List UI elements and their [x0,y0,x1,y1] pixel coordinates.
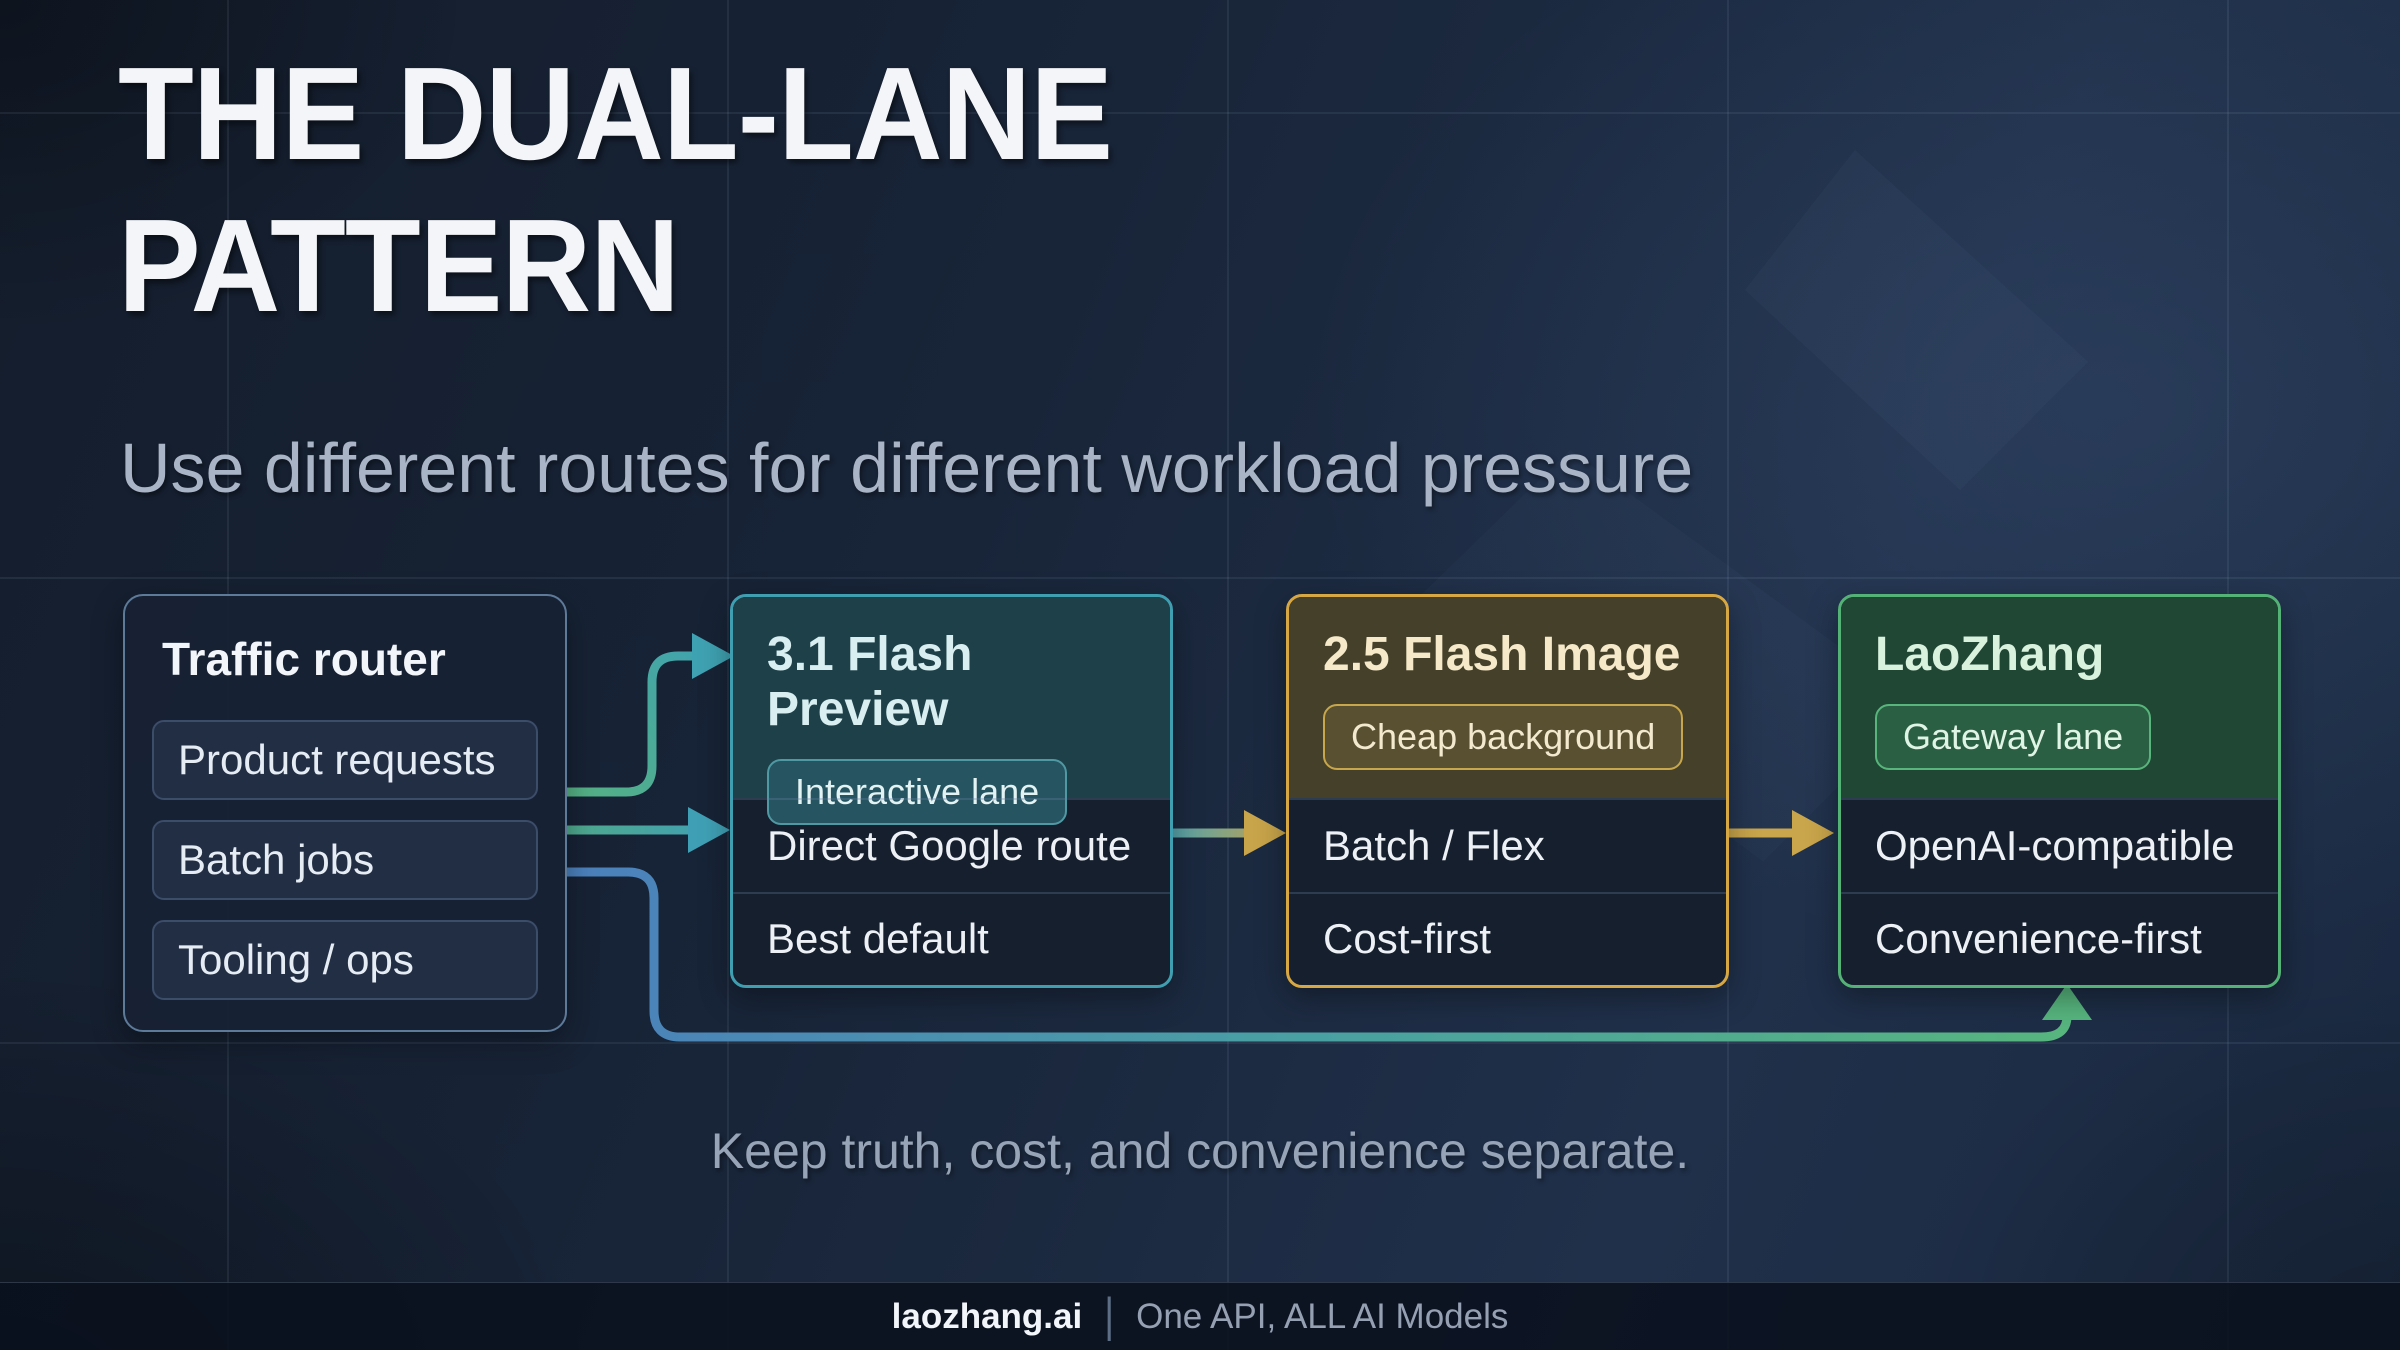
card-header: 3.1 Flash Preview Interactive lane [733,597,1170,825]
card-row: Best default [733,891,1170,986]
router-item-product-requests: Product requests [152,720,538,800]
card-row: Convenience-first [1841,891,2278,986]
node-card-flash-preview: 3.1 Flash Preview Interactive lane Direc… [730,594,1173,988]
lane-badge-gateway: Gateway lane [1875,704,2152,770]
card-row: Direct Google route [733,798,1170,892]
footer-tagline: One API, ALL AI Models [1136,1296,1509,1336]
node-card-laozhang: LaoZhang Gateway lane OpenAI-compatible … [1838,594,2281,988]
card-row: Batch / Flex [1289,798,1726,892]
page-title-line1: THE DUAL-LANE [118,40,1113,187]
grid-line [0,1042,2400,1044]
footer-divider: | [1104,1289,1115,1343]
footer-bar: laozhang.ai | One API, ALL AI Models [0,1282,2400,1350]
lane-badge-interactive: Interactive lane [767,759,1068,825]
card-title: LaoZhang [1875,628,2105,681]
card-row: OpenAI-compatible [1841,798,2278,892]
node-card-flash-image: 2.5 Flash Image Cheap background Batch /… [1286,594,1729,988]
traffic-router-card: Traffic router Product requests Batch jo… [123,594,567,1032]
card-row: Cost-first [1289,891,1726,986]
card-header: 2.5 Flash Image Cheap background [1289,597,1726,798]
grid-line [0,577,2400,579]
page-title-line2: PATTERN [118,192,680,339]
traffic-router-title: Traffic router [162,633,446,685]
page-subtitle: Use different routes for different workl… [120,429,1694,507]
grid-line [0,112,2400,114]
router-item-tooling-ops: Tooling / ops [152,920,538,1000]
card-header: LaoZhang Gateway lane [1841,597,2278,798]
grid-line [1227,0,1229,1350]
router-item-batch-jobs: Batch jobs [152,820,538,900]
page-title: THE DUAL-LANE PATTERN [118,38,1113,342]
lane-badge-cheap-background: Cheap background [1323,704,1684,770]
card-title: 2.5 Flash Image [1323,628,1681,681]
footer-brand: laozhang.ai [891,1296,1083,1336]
caption: Keep truth, cost, and convenience separa… [710,1123,1690,1179]
card-title: 3.1 Flash Preview [767,628,973,736]
